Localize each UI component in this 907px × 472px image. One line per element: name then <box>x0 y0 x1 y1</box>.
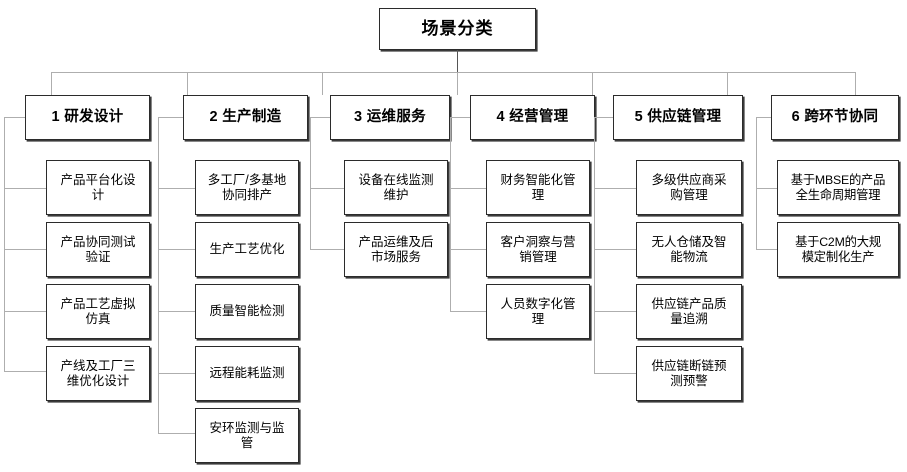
leaf-node-label: 产线及工厂三 维优化设计 <box>60 358 136 388</box>
leaf-node-label: 人员数字化管 理 <box>500 296 576 326</box>
category-elbow-connector-1 <box>4 117 25 118</box>
leaf-node-label: 多工厂/多基地 协同排产 <box>207 172 287 202</box>
category-header-label: 5 供应链管理 <box>634 108 722 125</box>
category-header-operation-maintenance-service[interactable]: 3 运维服务 <box>330 95 450 140</box>
leaf-node[interactable]: 供应链断链预 测预警 <box>636 346 742 401</box>
leaf-node-label: 无人仓储及智 能物流 <box>651 234 727 264</box>
leaf-node[interactable]: 生产工艺优化 <box>195 222 299 277</box>
category-trunk-connector-1 <box>4 117 5 371</box>
category-header-rd-design[interactable]: 1 研发设计 <box>25 95 150 140</box>
leaf-node[interactable]: 远程能耗监测 <box>195 346 299 401</box>
root-stem-connector <box>457 50 458 72</box>
category-elbow-connector-5 <box>594 117 613 118</box>
leaf-node[interactable]: 供应链产品质 量追溯 <box>636 284 742 339</box>
category-trunk-connector-5 <box>594 117 595 373</box>
category-drop-connector-6 <box>855 72 856 95</box>
category-header-label: 3 运维服务 <box>354 108 426 125</box>
leaf-node-label: 产品运维及后 市场服务 <box>358 234 434 264</box>
leaf-node-label: 财务智能化管 理 <box>500 172 576 202</box>
leaf-stub-connector <box>158 311 195 312</box>
leaf-node[interactable]: 设备在线监测 维护 <box>344 160 448 215</box>
leaf-stub-connector <box>158 373 195 374</box>
leaf-node-label: 基于MBSE的产品 全生命周期管理 <box>790 173 886 202</box>
leaf-node[interactable]: 产品协同测试 验证 <box>46 222 150 277</box>
category-drop-connector-4 <box>457 72 458 95</box>
leaf-node-label: 产品工艺虚拟 仿真 <box>60 296 136 326</box>
leaf-node[interactable]: 人员数字化管 理 <box>486 284 590 339</box>
category-header-label: 2 生产制造 <box>209 108 282 125</box>
category-drop-connector-3 <box>322 72 323 95</box>
leaf-node-label: 客户洞察与营 销管理 <box>500 234 576 264</box>
leaf-stub-connector <box>450 188 486 189</box>
category-bus-connector <box>51 72 855 73</box>
leaf-node[interactable]: 基于MBSE的产品 全生命周期管理 <box>777 160 899 215</box>
category-trunk-connector-6 <box>756 117 757 249</box>
leaf-node-label: 供应链断链预 测预警 <box>651 358 727 388</box>
category-header-supply-chain-management[interactable]: 5 供应链管理 <box>613 95 743 140</box>
category-elbow-connector-2 <box>158 117 183 118</box>
category-header-label: 1 研发设计 <box>51 108 124 125</box>
category-trunk-connector-3 <box>310 117 311 249</box>
leaf-stub-connector <box>450 249 486 250</box>
leaf-stub-connector <box>4 249 46 250</box>
category-header-production-manufacturing[interactable]: 2 生产制造 <box>183 95 308 140</box>
leaf-stub-connector <box>594 249 636 250</box>
leaf-stub-connector <box>594 311 636 312</box>
leaf-stub-connector <box>310 188 344 189</box>
leaf-stub-connector <box>310 249 344 250</box>
category-elbow-connector-3 <box>310 117 330 118</box>
category-drop-connector-5 <box>592 72 593 95</box>
leaf-node-label: 产品协同测试 验证 <box>60 234 136 264</box>
leaf-node-label: 多级供应商采 购管理 <box>651 172 727 202</box>
leaf-node-label: 产品平台化设 计 <box>60 172 136 202</box>
leaf-stub-connector <box>4 371 46 372</box>
leaf-stub-connector <box>594 188 636 189</box>
category-header-label: 4 经营管理 <box>496 108 569 125</box>
leaf-node-label: 安环监测与监 管 <box>209 420 285 450</box>
leaf-node[interactable]: 无人仓储及智 能物流 <box>636 222 742 277</box>
category-drop-connector-1 <box>51 72 52 95</box>
leaf-node[interactable]: 产线及工厂三 维优化设计 <box>46 346 150 401</box>
leaf-node[interactable]: 产品工艺虚拟 仿真 <box>46 284 150 339</box>
leaf-stub-connector <box>756 249 777 250</box>
leaf-node[interactable]: 安环监测与监 管 <box>195 408 299 463</box>
leaf-node[interactable]: 多级供应商采 购管理 <box>636 160 742 215</box>
leaf-stub-connector <box>756 188 777 189</box>
category-trunk-connector-4 <box>450 117 451 311</box>
leaf-stub-connector <box>158 249 195 250</box>
leaf-node[interactable]: 多工厂/多基地 协同排产 <box>195 160 299 215</box>
leaf-node[interactable]: 产品运维及后 市场服务 <box>344 222 448 277</box>
leaf-node-label: 质量智能检测 <box>209 304 285 319</box>
root-node[interactable]: 场景分类 <box>379 8 536 50</box>
category-drop-connector-6b <box>727 72 728 95</box>
leaf-node-label: 生产工艺优化 <box>209 242 285 257</box>
category-trunk-connector-2 <box>158 117 159 433</box>
category-header-label: 6 跨环节协同 <box>791 108 879 125</box>
leaf-node[interactable]: 客户洞察与营 销管理 <box>486 222 590 277</box>
leaf-node-label: 供应链产品质 量追溯 <box>651 296 727 326</box>
category-header-cross-link-collaboration[interactable]: 6 跨环节协同 <box>771 95 899 140</box>
leaf-node-label: 设备在线监测 维护 <box>358 172 434 202</box>
leaf-node[interactable]: 产品平台化设 计 <box>46 160 150 215</box>
category-elbow-connector-4 <box>450 117 470 118</box>
leaf-node-label: 远程能耗监测 <box>209 366 285 381</box>
leaf-stub-connector <box>594 373 636 374</box>
leaf-stub-connector <box>158 433 195 434</box>
leaf-node[interactable]: 质量智能检测 <box>195 284 299 339</box>
root-node-label: 场景分类 <box>421 18 494 38</box>
category-drop-connector-2 <box>187 72 188 95</box>
leaf-node[interactable]: 财务智能化管 理 <box>486 160 590 215</box>
category-header-business-management[interactable]: 4 经营管理 <box>470 95 595 140</box>
leaf-stub-connector <box>4 188 46 189</box>
leaf-node[interactable]: 基于C2M的大规 模定制化生产 <box>777 222 899 277</box>
leaf-node-label: 基于C2M的大规 模定制化生产 <box>795 235 881 264</box>
category-elbow-connector-6 <box>756 117 771 118</box>
leaf-stub-connector <box>158 188 195 189</box>
leaf-stub-connector <box>4 311 46 312</box>
leaf-stub-connector <box>450 311 486 312</box>
